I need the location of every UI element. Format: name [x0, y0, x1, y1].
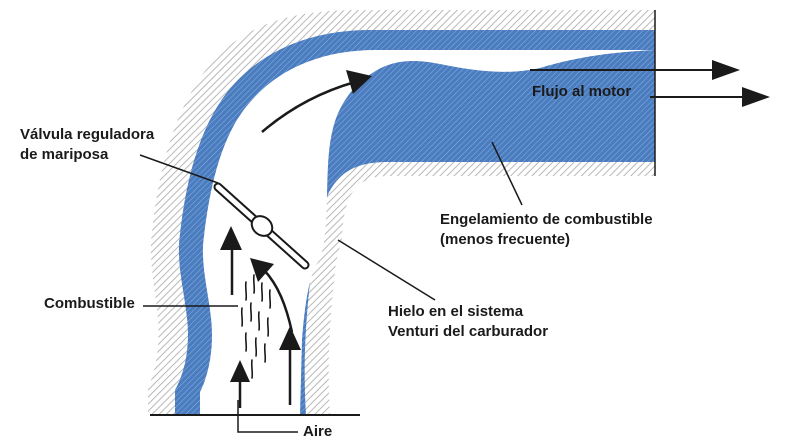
air-label: Aire [303, 423, 333, 440]
fuel-icing-deposit [345, 84, 640, 161]
venturi-ice-label: Hielo en el sistema Venturi del carburad… [388, 302, 548, 342]
fuel-icing-label-line-1: Engelamiento de combustible [440, 211, 653, 228]
outflow-arrows [530, 60, 770, 107]
fuel-icing-label-line-2: (menos frecuente) [440, 231, 571, 248]
butterfly-valve [213, 182, 310, 270]
leader-lines [139, 141, 523, 433]
fuel-label: Combustible [44, 295, 135, 312]
venturi-ice-label-line-2: Venturi del carburador [388, 323, 549, 340]
air-passage [200, 50, 655, 415]
valve-label-line-1: Válvula reguladora [20, 126, 155, 143]
venturi-ice-label-line-1: Hielo en el sistema [388, 303, 524, 320]
arrow-heads [220, 70, 372, 382]
fuel-icing-label: Engelamiento de combustible (menos frecu… [440, 210, 653, 250]
fuel-streaks [240, 274, 272, 379]
valve-label-line-2: de mariposa [20, 146, 109, 163]
flow-label: Flujo al motor [532, 83, 632, 100]
valve-label: Válvula reguladora de mariposa [20, 125, 154, 165]
